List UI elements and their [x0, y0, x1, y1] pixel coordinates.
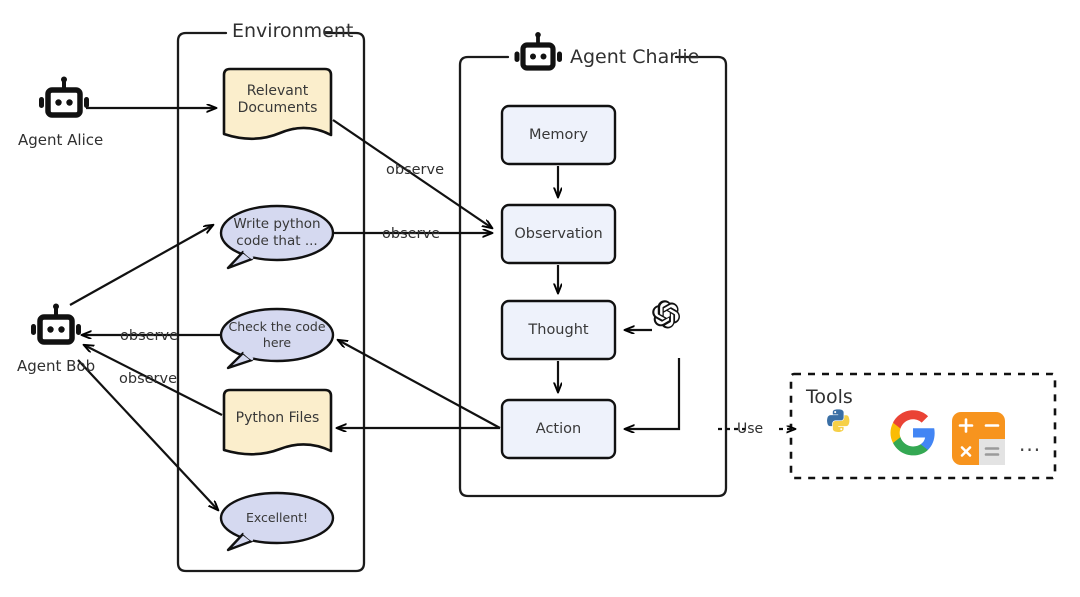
check-the-code-here-label: Check the code here	[228, 319, 326, 350]
edge-label-use: Use	[737, 421, 764, 437]
thought-label: Thought	[528, 321, 589, 338]
write-python-code-bubble	[219, 204, 335, 270]
edge-label-observe-check-code: observe	[120, 328, 179, 344]
edge-label-observe-documents: observe	[386, 162, 445, 178]
arrow-python-files-to-bob	[84, 345, 223, 416]
environment-container-label: Environment	[232, 20, 354, 42]
action-box	[500, 398, 617, 460]
robot-icon-charlie	[514, 32, 562, 71]
check-the-code-here-bubble	[219, 307, 335, 370]
python-logo-icon	[827, 409, 850, 433]
agent-bob-label: Agent Bob	[17, 357, 96, 375]
thought-box	[500, 299, 617, 361]
agent-charlie-container	[458, 55, 728, 498]
excellent-label: Excellent!	[245, 510, 309, 526]
memory-box	[500, 104, 617, 166]
tools-container-label: Tools	[806, 386, 853, 408]
memory-label: Memory	[529, 126, 588, 143]
arrow-bob-to-excellent	[77, 359, 218, 510]
arrow-action-to-check-code	[338, 340, 501, 429]
edge-label-observe-python-files: observe	[119, 371, 178, 387]
python-files-label: Python Files	[235, 410, 320, 427]
python-files-shape	[222, 388, 333, 456]
arrow-model-to-action	[625, 358, 681, 429]
openai-logo-icon	[652, 300, 680, 329]
agent-charlie-container-label: Agent Charlie	[570, 46, 700, 68]
arrow-bob-to-write-python	[69, 225, 213, 306]
agent-alice-label: Agent Alice	[18, 131, 104, 149]
relevant-documents-shape	[222, 67, 333, 141]
google-tool[interactable]	[886, 406, 946, 468]
write-python-code-label: Write python code that ...	[233, 216, 321, 249]
google-logo-icon	[890, 410, 935, 456]
environment-container	[176, 31, 366, 573]
ellipsis-icon: ...	[1019, 432, 1042, 456]
robot-icon-bob	[31, 303, 81, 345]
calculator-tool[interactable]	[950, 410, 1008, 468]
python-tool[interactable]	[822, 406, 884, 468]
calculator-icon	[952, 412, 1005, 465]
action-label: Action	[535, 420, 582, 437]
relevant-documents-label: Relevant Documents	[237, 82, 318, 117]
arrow-documents-to-observation	[332, 119, 492, 228]
excellent-bubble	[219, 491, 335, 552]
observation-box	[500, 203, 617, 265]
edge-label-observe-write-python: observe	[382, 226, 441, 242]
robot-icon-alice	[39, 76, 89, 118]
observation-label: Observation	[514, 225, 603, 242]
